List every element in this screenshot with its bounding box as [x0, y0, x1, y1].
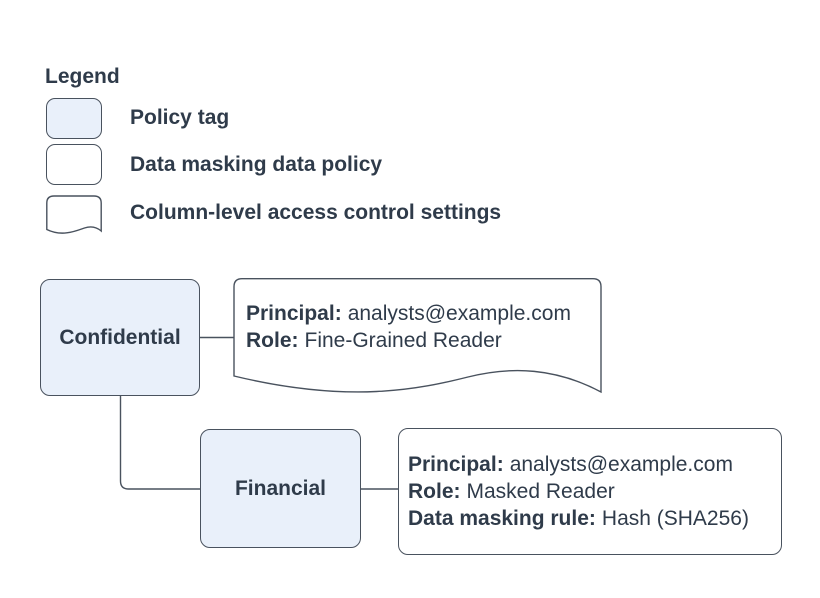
legend-title: Legend — [45, 65, 120, 88]
access-control-settings-text: Principal:analysts@example.com Role:Fine… — [246, 300, 571, 354]
policy-role-label: Role: — [408, 480, 461, 503]
policy-principal-line: Principal:analysts@example.com — [408, 451, 749, 478]
policy-tag-node-confidential: Confidential — [40, 279, 200, 396]
data-masking-policy-box — [398, 428, 782, 555]
document-swatch-shape — [46, 195, 102, 234]
column-access-control-swatch — [46, 195, 102, 234]
policy-role-value: Masked Reader — [466, 480, 615, 503]
policy-tag-label-confidential: Confidential — [59, 325, 181, 349]
policy-principal-label: Principal: — [408, 453, 504, 476]
policy-principal-value: analysts@example.com — [509, 453, 733, 476]
settings-role-label: Role: — [246, 329, 299, 352]
policy-tag-node-financial: Financial — [200, 429, 361, 548]
policy-masking-rule-label: Data masking rule: — [408, 507, 596, 530]
legend-label-data-masking-policy: Data masking data policy — [130, 153, 383, 176]
policy-tag-swatch — [46, 98, 102, 139]
settings-principal-label: Principal: — [246, 302, 342, 325]
legend-label-policy-tag: Policy tag — [130, 106, 230, 129]
policy-masking-rule-value: Hash (SHA256) — [601, 507, 749, 530]
legend-label-column-access-control: Column-level access control settings — [130, 201, 502, 224]
policy-masking-rule-line: Data masking rule:Hash (SHA256) — [408, 505, 749, 532]
settings-principal-line: Principal:analysts@example.com — [246, 300, 571, 327]
settings-role-line: Role:Fine-Grained Reader — [246, 327, 571, 354]
connector-confidential-to-financial — [119, 396, 200, 490]
policy-role-line: Role:Masked Reader — [408, 478, 749, 505]
settings-role-value: Fine-Grained Reader — [304, 329, 502, 352]
policy-tag-label-financial: Financial — [234, 476, 327, 500]
data-masking-policy-text: Principal:analysts@example.com Role:Mask… — [408, 451, 749, 532]
settings-principal-value: analysts@example.com — [347, 302, 571, 325]
document-shape-access-control-settings — [233, 278, 602, 394]
data-masking-policy-swatch — [46, 144, 102, 185]
